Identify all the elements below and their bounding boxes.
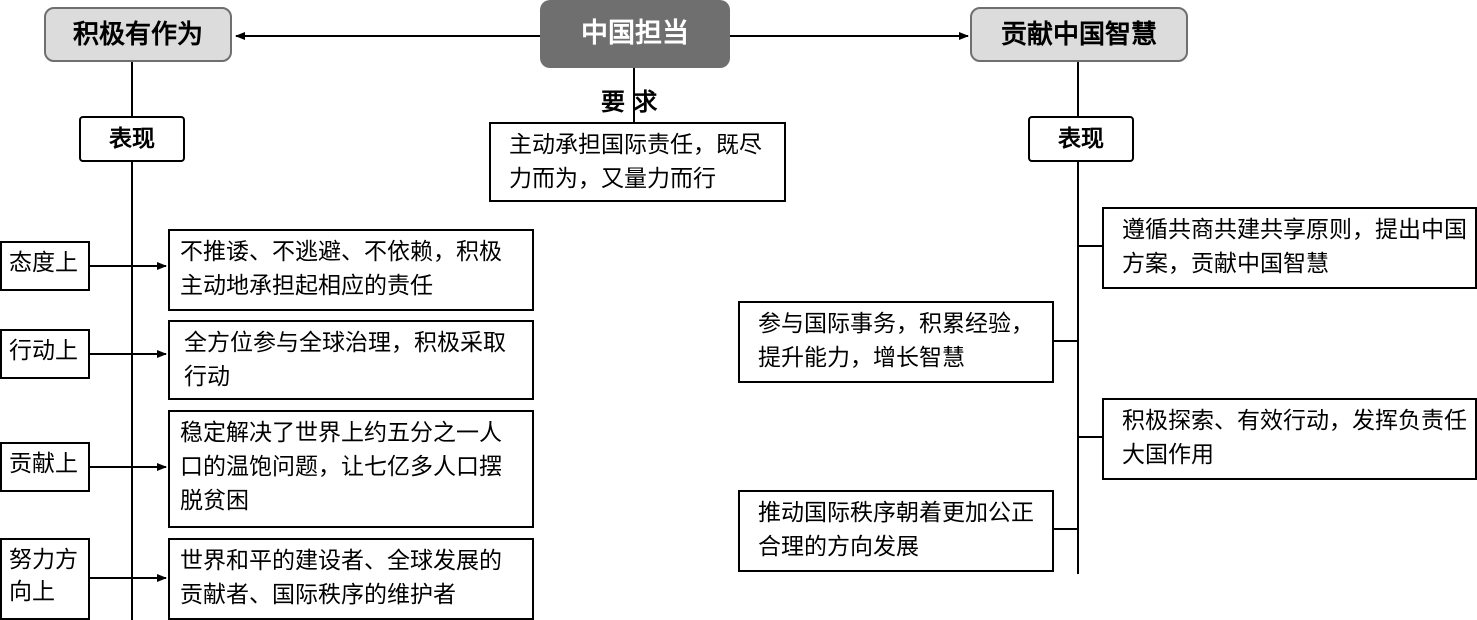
aspect-contribution: 贡献上 <box>0 442 90 492</box>
requirement-box: 主动承担国际责任，既尽力而为，又量力而行 <box>489 122 786 202</box>
left-sub-label: 表现 <box>79 116 185 162</box>
right-item-2: 参与国际事务，积累经验，提升能力，增长智慧 <box>738 301 1054 383</box>
right-item-1: 遵循共商共建共享原则，提出中国方案，贡献中国智慧 <box>1102 207 1477 289</box>
right-item-4: 推动国际秩序朝着更加公正合理的方向发展 <box>738 490 1054 572</box>
right-sub-label: 表现 <box>1028 116 1134 162</box>
left-head-node: 积极有作为 <box>44 7 232 62</box>
aspect-direction: 努力方向上 <box>0 538 90 620</box>
center-node: 中国担当 <box>540 0 730 68</box>
right-item-3: 积极探索、有效行动，发挥负责任大国作用 <box>1102 398 1477 480</box>
requirement-label: 要 求 <box>601 88 658 116</box>
left-detail-attitude: 不推诿、不逃避、不依赖，积极主动地承担起相应的责任 <box>168 229 534 311</box>
aspect-action: 行动上 <box>0 329 90 379</box>
aspect-attitude: 态度上 <box>0 241 90 291</box>
left-detail-contribution: 稳定解决了世界上约五分之一人口的温饱问题，让七亿多人口摆脱贫困 <box>168 410 534 528</box>
left-detail-action: 全方位参与全球治理，积极采取行动 <box>168 320 534 400</box>
right-head-node: 贡献中国智慧 <box>970 7 1188 62</box>
left-detail-direction: 世界和平的建设者、全球发展的贡献者、国际秩序的维护者 <box>168 538 534 620</box>
